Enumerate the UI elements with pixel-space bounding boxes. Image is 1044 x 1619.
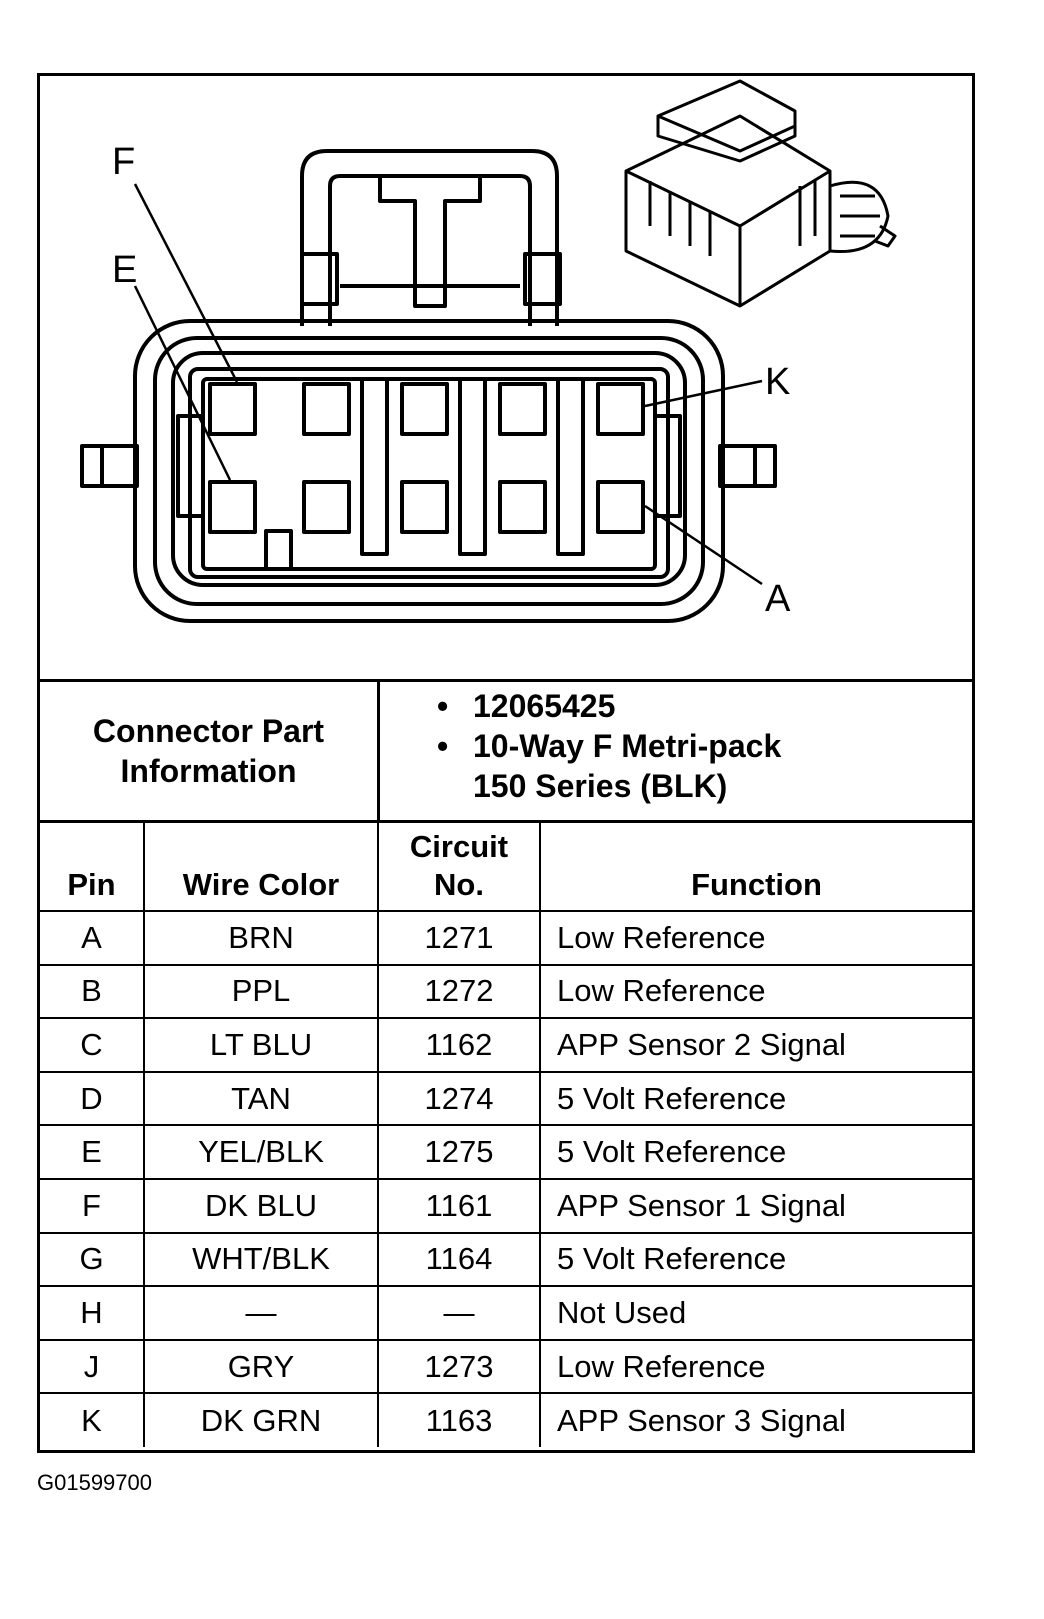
pin-label-A: A [765, 578, 791, 620]
terminal-F [208, 382, 257, 436]
left-latch [80, 444, 139, 488]
table-header-row: Pin Wire Color Circuit No. Function [40, 820, 972, 912]
header-circuit-line2: No. [434, 867, 484, 902]
connector-part-information-label: Connector Part Information [40, 682, 380, 820]
circuit-cell: 1271 [377, 910, 541, 966]
table-row: B PPL 1272 Low Reference [40, 963, 972, 1020]
pin-cell: C [40, 1017, 145, 1073]
pin-label-K: K [765, 361, 790, 403]
function-cell: 5 Volt Reference [539, 1070, 972, 1127]
table-row: C LT BLU 1162 APP Sensor 2 Signal [40, 1017, 972, 1073]
pin-cell: E [40, 1124, 145, 1180]
leader-line-A [644, 504, 763, 586]
connector-part-list: 12065425 10-Way F Metri-pack 150 Series … [380, 686, 970, 806]
circuit-cell: 1275 [377, 1124, 541, 1180]
table-row: H — — Not Used [40, 1285, 972, 1341]
leader-line-F [133, 183, 239, 383]
pin-cell: K [40, 1392, 145, 1447]
connector-face-diagram: F E K A [80, 79, 897, 623]
circuit-cell: 1272 [377, 963, 541, 1020]
wire-color-cell: — [143, 1285, 379, 1341]
connector-series: 150 Series (BLK) [473, 768, 728, 804]
circuit-cell: 1163 [377, 1392, 541, 1447]
circuit-cell: 1164 [377, 1231, 541, 1288]
connector-part-information: Connector Part Information 12065425 10-W… [40, 679, 972, 823]
pin-table: Pin Wire Color Circuit No. Function A BR… [40, 820, 972, 1447]
circuit-cell: 1274 [377, 1070, 541, 1127]
terminal-E [208, 480, 257, 534]
header-function: Function [539, 820, 972, 912]
table-row: J GRY 1273 Low Reference [40, 1338, 972, 1395]
circuit-cell: — [377, 1285, 541, 1341]
function-cell: Low Reference [539, 910, 972, 966]
function-cell: Low Reference [539, 1338, 972, 1395]
circuit-cell: 1161 [377, 1177, 541, 1234]
leader-line-E [133, 285, 232, 481]
header-circuit-no: Circuit No. [377, 820, 541, 912]
pin-label-E: E [112, 249, 137, 291]
wire-color-cell: DK BLU [143, 1177, 379, 1234]
table-row: G WHT/BLK 1164 5 Volt Reference [40, 1231, 972, 1288]
part-number: 12065425 [380, 686, 970, 726]
circuit-cell: 1162 [377, 1017, 541, 1073]
connector-isometric-view [624, 79, 897, 308]
pin-cell: B [40, 963, 145, 1020]
table-row: F DK BLU 1161 APP Sensor 1 Signal [40, 1177, 972, 1234]
figure-id: G01599700 [37, 1470, 152, 1495]
lock-tab [300, 149, 559, 326]
header-pin: Pin [40, 820, 145, 912]
header-wire-color: Wire Color [143, 820, 379, 912]
connector-type: 10-Way F Metri-pack [380, 726, 970, 766]
wire-color-cell: DK GRN [143, 1392, 379, 1447]
terminal-A [596, 480, 645, 534]
connector-housing [133, 319, 725, 623]
table-row: A BRN 1271 Low Reference [40, 910, 972, 966]
function-cell: 5 Volt Reference [539, 1231, 972, 1288]
wire-color-cell: BRN [143, 910, 379, 966]
right-latch [718, 444, 777, 488]
pin-cell: G [40, 1231, 145, 1288]
function-cell: Not Used [539, 1285, 972, 1341]
leader-line-K [644, 379, 763, 408]
pin-cell: A [40, 910, 145, 966]
info-label-line2: Information [120, 753, 297, 789]
connector-figure: F E K A Connector Part Information 12065… [37, 73, 975, 1453]
function-cell: APP Sensor 1 Signal [539, 1177, 972, 1234]
function-cell: 5 Volt Reference [539, 1124, 972, 1180]
wire-color-cell: TAN [143, 1070, 379, 1127]
wire-color-cell: LT BLU [143, 1017, 379, 1073]
wire-color-cell: PPL [143, 963, 379, 1020]
circuit-cell: 1273 [377, 1338, 541, 1395]
function-cell: APP Sensor 2 Signal [539, 1017, 972, 1073]
table-row: E YEL/BLK 1275 5 Volt Reference [40, 1124, 972, 1180]
terminal-K [596, 382, 645, 436]
pin-cell: F [40, 1177, 145, 1234]
pin-cell: D [40, 1070, 145, 1127]
header-circuit-line1: Circuit [409, 829, 509, 864]
function-cell: Low Reference [539, 963, 972, 1020]
table-row: K DK GRN 1163 APP Sensor 3 Signal [40, 1392, 972, 1447]
table-row: D TAN 1274 5 Volt Reference [40, 1070, 972, 1127]
wire-color-cell: YEL/BLK [143, 1124, 379, 1180]
function-cell: APP Sensor 3 Signal [539, 1392, 972, 1447]
wire-color-cell: GRY [143, 1338, 379, 1395]
pin-cell: J [40, 1338, 145, 1395]
pin-cell: H [40, 1285, 145, 1341]
wire-color-cell: WHT/BLK [143, 1231, 379, 1288]
pin-label-F: F [112, 141, 135, 183]
info-label-line1: Connector Part [92, 713, 325, 749]
